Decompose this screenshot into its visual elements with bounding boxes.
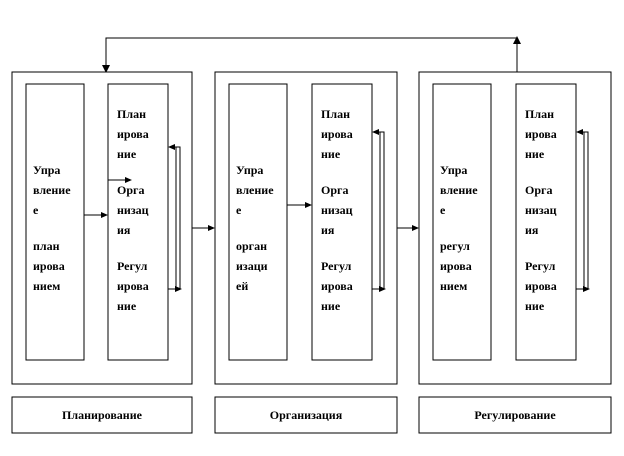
stage-planning-cycle-arrow-in: [168, 144, 175, 150]
stage-regulating-functions-box: [515, 83, 577, 361]
stage-planning-management-label: Упра вление е план ирова нием: [33, 163, 74, 293]
stage-organizing-mgmt-arrow-head: [305, 202, 312, 208]
mgmt-line: вление: [440, 183, 478, 197]
stage-planning-function-planning: План ирова ние: [117, 107, 152, 161]
mgmt-line: нием: [440, 279, 467, 293]
mgmt-line: вление: [236, 183, 274, 197]
mgmt-line: регул: [440, 239, 470, 253]
function-line: ия: [525, 223, 539, 237]
stage-planning-cycle-arrow-out: [175, 286, 182, 292]
stage-captions: Планирование Организация Регулирование: [11, 396, 612, 434]
caption-regulating: Регулирование: [474, 408, 556, 422]
function-line: низац: [117, 203, 149, 217]
function-line: ние: [321, 147, 341, 161]
mgmt-line: орган: [236, 239, 267, 253]
mgmt-line: ирова: [440, 259, 472, 273]
stage-planning-function-regulating: Регул ирова ние: [117, 259, 152, 313]
feedback-loop-arrow-down: [102, 65, 110, 73]
mgmt-line: ирова: [33, 259, 65, 273]
function-line: ирова: [117, 279, 149, 293]
stage-regulating-management-label: Упра вление е регул ирова нием: [440, 163, 481, 293]
mgmt-line: изаци: [236, 259, 268, 273]
function-line: ирова: [525, 127, 557, 141]
function-line: План: [117, 107, 146, 121]
stage-regulating-function-planning: План ирова ние: [525, 107, 560, 161]
stage-planning-function-organizing: Орга низац ия: [117, 183, 152, 237]
function-line: ирова: [525, 279, 557, 293]
stage-organizing-cycle-arrow-in: [372, 129, 379, 135]
mgmt-line: Упра: [236, 163, 263, 177]
feedback-loop-arrow-up: [513, 36, 521, 44]
stage-regulating-function-organizing: Орга низац ия: [525, 183, 560, 237]
mgmt-line: вление: [33, 183, 71, 197]
feedback-loop-line: [105, 37, 518, 72]
stage-organizing-function-regulating: Регул ирова ние: [321, 259, 356, 313]
stage-organizing-function-planning: План ирова ние: [321, 107, 356, 161]
stage-planning: Упра вление е план ирова нием План ирова…: [11, 71, 193, 385]
mgmt-line: ей: [236, 279, 248, 293]
function-line: ия: [117, 223, 131, 237]
function-line: ирова: [321, 279, 353, 293]
function-line: низац: [525, 203, 557, 217]
function-line: Регул: [525, 259, 556, 273]
function-line: ние: [321, 299, 341, 313]
stage-planning-mgmt-arrow-head: [101, 212, 108, 218]
stage-transition-2: [397, 225, 419, 231]
stage-organizing-function-organizing: Орга низац ия: [321, 183, 356, 237]
caption-organizing: Организация: [270, 408, 343, 422]
stage-planning-management-box: [25, 83, 85, 361]
function-line: ия: [321, 223, 335, 237]
feedback-loop: [102, 36, 521, 73]
mgmt-line: Упра: [33, 163, 60, 177]
stage-regulating: Упра вление е регул ирова нием План иров…: [418, 71, 612, 385]
function-line: ние: [525, 147, 545, 161]
function-line: ние: [525, 299, 545, 313]
caption-box-regulating: [418, 396, 612, 434]
caption-box-planning: [11, 396, 193, 434]
stage-regulating-cycle-arrow-out: [583, 286, 590, 292]
function-line: ирова: [117, 127, 149, 141]
caption-box-organizing: [214, 396, 398, 434]
stage-regulating-management-box: [432, 83, 492, 361]
function-line: Регул: [117, 259, 148, 273]
mgmt-line: е: [236, 203, 242, 217]
function-line: ирова: [321, 127, 353, 141]
stage-transition-1: [192, 225, 215, 231]
function-line: Орга: [525, 183, 552, 197]
mgmt-line: е: [33, 203, 39, 217]
stage-regulating-cycle-arrow-in: [576, 129, 583, 135]
function-line: Регул: [321, 259, 352, 273]
mgmt-line: план: [33, 239, 60, 253]
function-line: Орга: [117, 183, 144, 197]
function-line: низац: [321, 203, 353, 217]
stage-organizing: Упра вление е орган изаци ей План ирова …: [214, 71, 398, 385]
function-line: План: [321, 107, 350, 121]
stage-organizing-functions-box: [311, 83, 373, 361]
stage-organizing-management-box: [228, 83, 288, 361]
stage-transition-2-arrow: [412, 225, 419, 231]
stage-transition-1-arrow: [208, 225, 215, 231]
stage-regulating-function-regulating: Регул ирова ние: [525, 259, 560, 313]
stage-planning-org-arrow-head: [125, 177, 132, 183]
function-line: Орга: [321, 183, 348, 197]
stage-planning-functions-box: [107, 83, 169, 361]
mgmt-line: е: [440, 203, 446, 217]
function-line: План: [525, 107, 554, 121]
stage-organizing-management-label: Упра вление е орган изаци ей: [236, 163, 277, 293]
function-line: ние: [117, 299, 137, 313]
mgmt-line: нием: [33, 279, 60, 293]
mgmt-line: Упра: [440, 163, 467, 177]
function-line: ние: [117, 147, 137, 161]
stage-organizing-cycle-arrow-out: [379, 286, 386, 292]
caption-planning: Планирование: [62, 408, 143, 422]
